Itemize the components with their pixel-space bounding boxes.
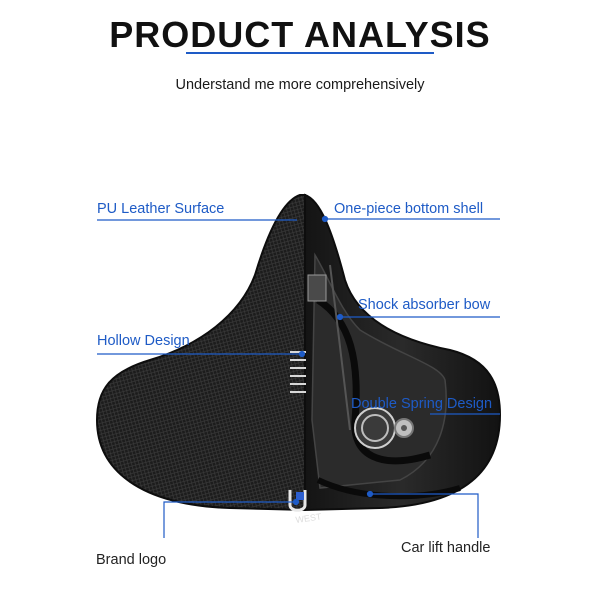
brand-mark-text: WEST <box>295 511 323 525</box>
callout-lift-handle: Car lift handle <box>401 540 491 556</box>
shock-absorber-bow <box>316 297 432 465</box>
leather-surface <box>95 194 306 512</box>
page-title: PRODUCT ANALYSIS <box>109 14 491 55</box>
leader-lift-handle <box>370 493 479 538</box>
callout-hollow-design: Hollow Design <box>97 333 190 349</box>
spring-small <box>290 351 306 393</box>
title-underline <box>186 52 434 54</box>
lift-handle <box>316 477 461 500</box>
callout-bottom-shell: One-piece bottom shell <box>334 201 484 217</box>
page-subtitle: Understand me more comprehensively <box>175 77 425 93</box>
callout-double-spring: Double Spring Design <box>351 396 493 412</box>
callout-pu-leather: PU Leather Surface <box>97 201 225 217</box>
double-spring <box>354 407 414 449</box>
brand-logo <box>288 490 307 512</box>
leader-brand-logo <box>163 501 296 538</box>
callout-shock-bow: Shock absorber bow <box>358 297 491 313</box>
callout-brand-logo: Brand logo <box>96 552 167 568</box>
